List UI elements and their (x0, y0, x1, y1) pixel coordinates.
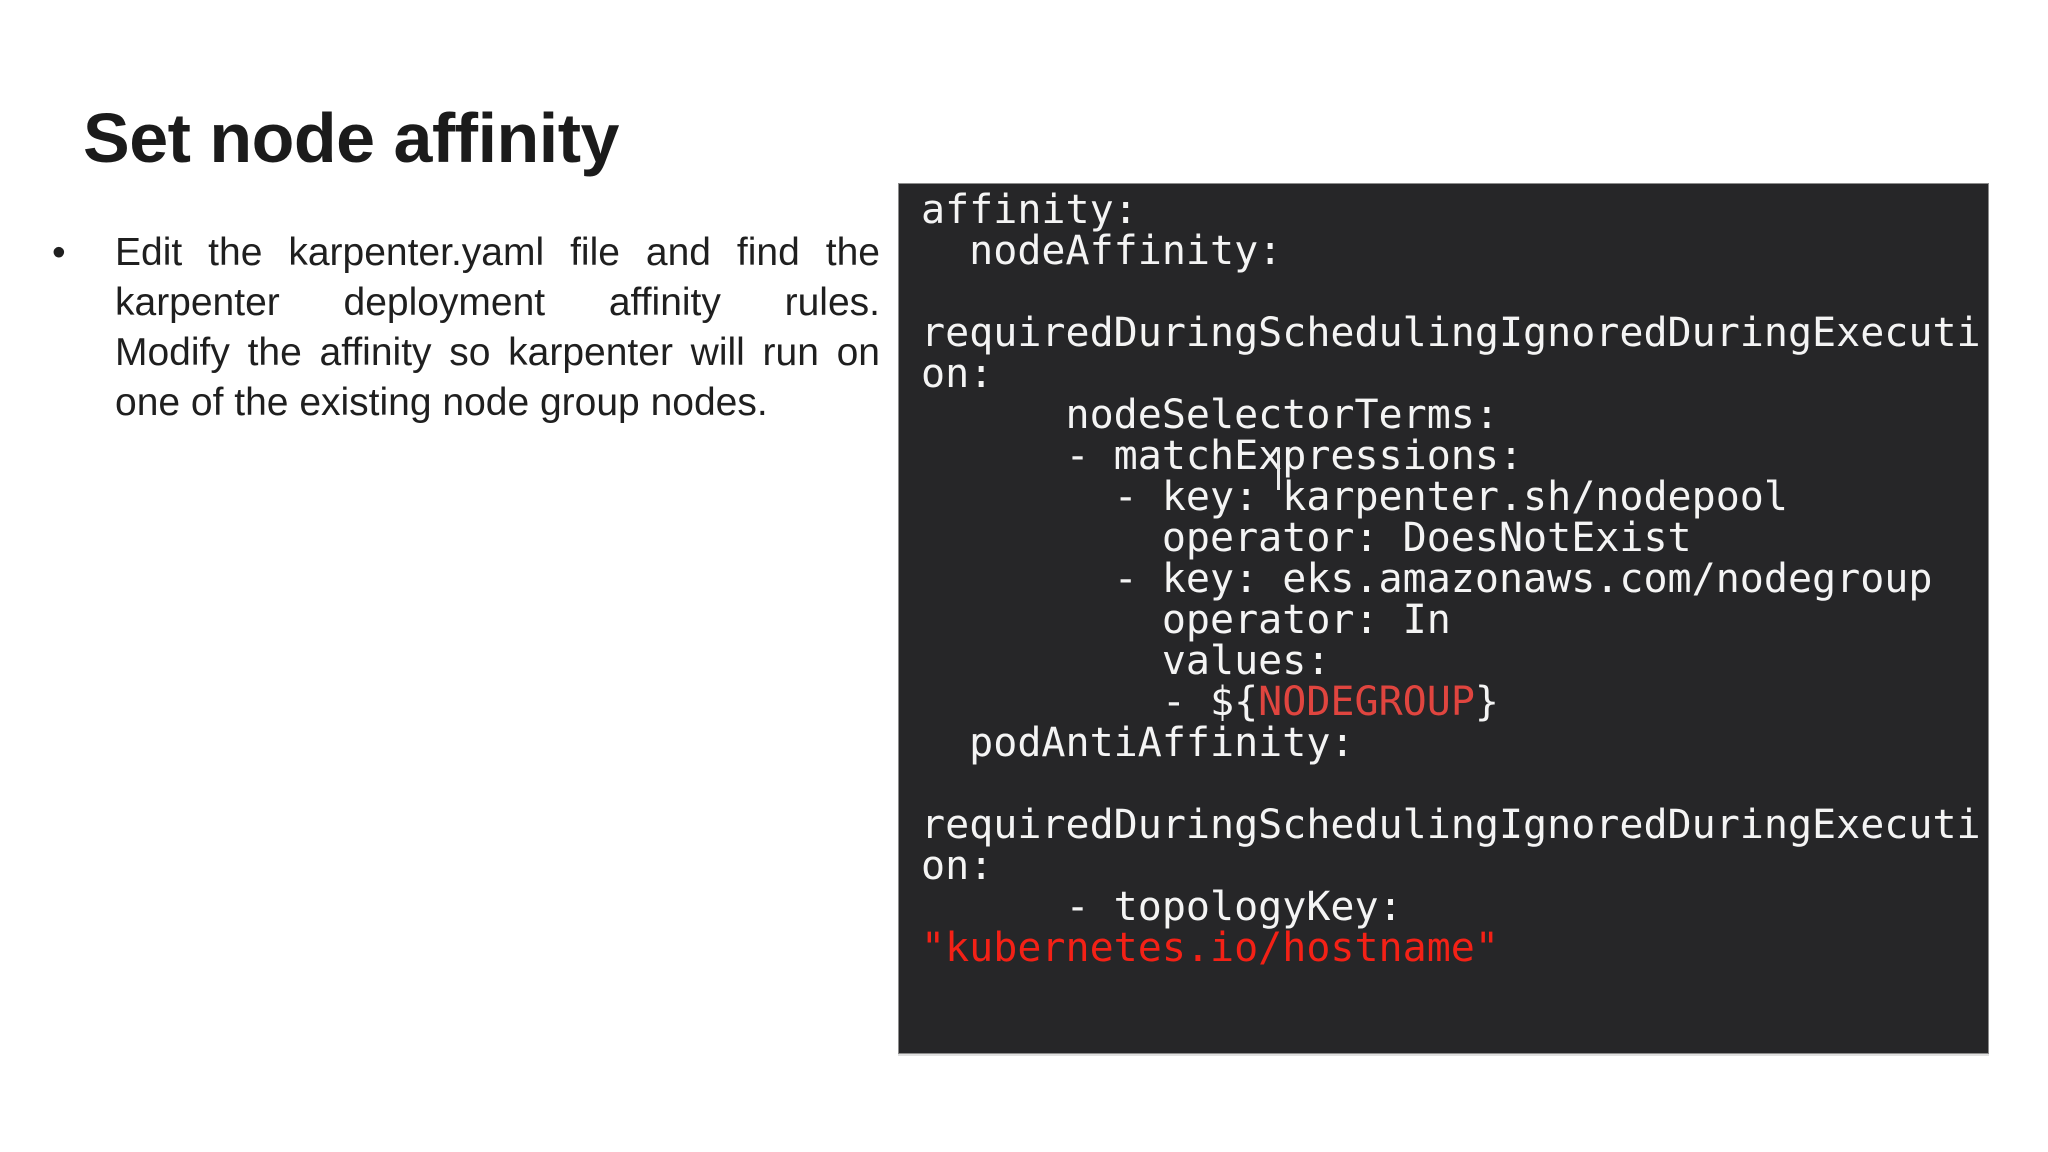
code-line: - topologyKey: (921, 887, 1982, 928)
code-line: requiredDuringSchedulingIgnoredDuringExe… (921, 313, 1982, 354)
code-line: values: (921, 641, 1982, 682)
code-text: operator: In (921, 597, 1451, 643)
code-line: "kubernetes.io/hostname" (921, 928, 1982, 969)
code-text: - topologyKey: (921, 884, 1403, 930)
code-text: - matchExpressions: (921, 433, 1524, 479)
slide-title: Set node affinity (83, 98, 619, 177)
bullet-lines: Edit the karpenter.yaml file and find th… (115, 228, 880, 428)
code-text: - key: eks.amazonaws.com/nodegroup (921, 556, 1933, 602)
code-line: requiredDuringSchedulingIgnoredDuringExe… (921, 805, 1982, 846)
code-line: on: (921, 846, 1982, 887)
code-text: } (1474, 679, 1499, 725)
code-text: podAntiAffinity: (921, 720, 1355, 766)
bullet-line: Edit the karpenter.yaml file and find th… (115, 231, 880, 274)
code-text: nodeSelectorTerms: (921, 392, 1499, 438)
code-line: operator: In (921, 600, 1982, 641)
bullet-line: Modify the affinity so karpenter will ru… (115, 331, 880, 374)
code-highlight: NODEGROUP (1258, 679, 1475, 725)
code-highlight: "kubernetes.io/hostname" (921, 925, 1499, 971)
code-line: - key: eks.amazonaws.com/nodegroup (921, 559, 1982, 600)
code-lines: affinity: nodeAffinity: requiredDuringSc… (921, 190, 1982, 969)
code-text: - key: karpenter.sh/nodepool (921, 474, 1788, 520)
code-text: operator: DoesNotExist (921, 515, 1692, 561)
bullet-line: karpenter deployment affinity rules. (115, 281, 880, 324)
code-line (921, 272, 1982, 313)
code-line (921, 764, 1982, 805)
code-block-yaml: affinity: nodeAffinity: requiredDuringSc… (898, 183, 1989, 1054)
bullet-item: • Edit the karpenter.yaml file and find … (52, 228, 882, 428)
code-text: requiredDuringSchedulingIgnoredDuringExe… (921, 310, 1981, 356)
bullet-line: one of the existing node group nodes. (115, 381, 768, 424)
code-text: requiredDuringSchedulingIgnoredDuringExe… (921, 802, 1981, 848)
code-text: values: (921, 638, 1331, 684)
bullet-marker: • (52, 231, 66, 274)
code-line: nodeAffinity: (921, 231, 1982, 272)
code-line: affinity: (921, 190, 1982, 231)
code-line: on: (921, 354, 1982, 395)
i-beam-cursor (1277, 448, 1280, 490)
code-text: - ${ (921, 679, 1259, 725)
code-text: affinity: (921, 187, 1138, 233)
code-line: - matchExpressions: (921, 436, 1982, 477)
code-text: on: (921, 351, 994, 397)
code-text: on: (921, 843, 994, 889)
code-line: operator: DoesNotExist (921, 518, 1982, 559)
code-line: - key: karpenter.sh/nodepool (921, 477, 1982, 518)
code-line: nodeSelectorTerms: (921, 395, 1982, 436)
code-line: podAntiAffinity: (921, 723, 1982, 764)
code-line: - ${NODEGROUP} (921, 682, 1982, 723)
code-text: nodeAffinity: (921, 228, 1283, 274)
